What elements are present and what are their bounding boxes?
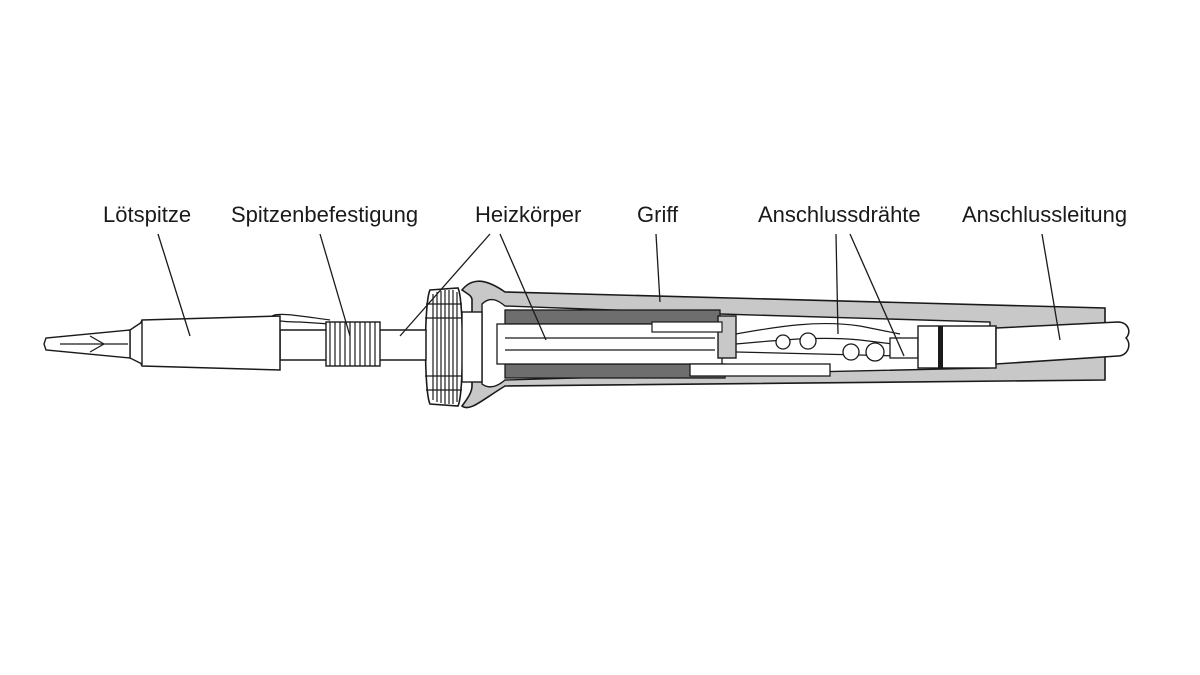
knurled-nut	[424, 287, 483, 407]
label-heater: Heizkörper	[475, 202, 581, 227]
leader-handle	[655, 233, 661, 303]
leader-tip	[157, 233, 191, 337]
connection-wires	[735, 322, 919, 362]
label-wires: Anschlussdrähte	[758, 202, 921, 227]
label-tip: Lötspitze	[103, 202, 191, 227]
leader-wires-b	[849, 233, 905, 357]
soldering-tip	[43, 315, 281, 371]
leader-heater-a	[399, 233, 491, 337]
leader-tip-mount	[319, 233, 351, 337]
leader-cable	[1041, 233, 1061, 341]
tip-mount	[271, 313, 427, 367]
label-cable: Anschlussleitung	[962, 202, 1127, 227]
label-tip-mount: Spitzenbefestigung	[231, 202, 418, 227]
heater-element	[496, 309, 831, 379]
cable-clamp	[917, 325, 997, 369]
leader-heater-b	[499, 233, 547, 341]
leader-wires-a	[835, 233, 839, 335]
label-handle: Griff	[637, 202, 679, 227]
connection-cable	[995, 321, 1130, 365]
leader-lines	[157, 233, 1061, 357]
